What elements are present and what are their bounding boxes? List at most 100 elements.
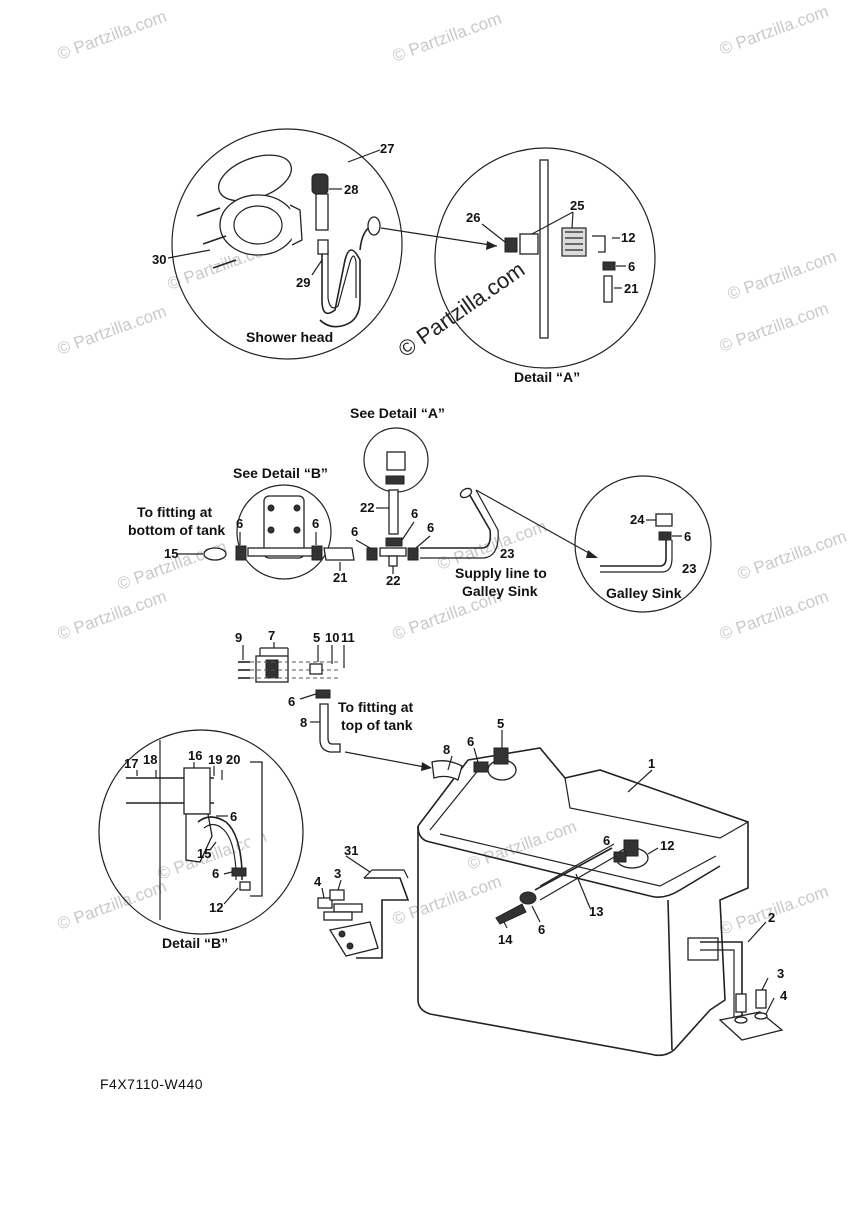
mini-clamp xyxy=(385,475,405,485)
watermark: © Partzilla.com xyxy=(390,9,504,66)
callout-12: 12 xyxy=(209,900,223,915)
callout-15: 15 xyxy=(197,846,211,861)
see-detail-b-label: See Detail “B” xyxy=(233,465,328,481)
callout-6: 6 xyxy=(628,259,635,274)
watermark: © Partzilla.com xyxy=(55,7,169,64)
fitting-25a xyxy=(519,233,539,255)
fitting-14 xyxy=(495,903,527,925)
bracket-slot xyxy=(687,937,719,961)
see-detail-a-label: See Detail “A” xyxy=(350,405,445,421)
tank-front-top-edge xyxy=(417,825,721,898)
leader-29 xyxy=(311,259,323,276)
pump-body xyxy=(263,495,305,559)
tank-step xyxy=(564,777,749,839)
hose-8 xyxy=(319,703,341,753)
bracket-2: 2 3 4 xyxy=(700,910,788,1041)
elbow-12 xyxy=(592,235,606,253)
clamp-6-pump xyxy=(315,689,331,699)
screw xyxy=(212,259,237,269)
callout-6: 6 xyxy=(312,516,319,531)
pump-outlet xyxy=(247,547,321,557)
hose-15 xyxy=(203,547,227,561)
shower-head-nozzle xyxy=(311,173,329,195)
shower-head-label: Shower head xyxy=(246,329,333,345)
callout-6: 6 xyxy=(236,516,243,531)
callout-28: 28 xyxy=(344,182,358,197)
water-tank: 1 5 8 6 6 12 13 14 6 xyxy=(417,716,749,1057)
callout-20: 20 xyxy=(226,752,240,767)
detail-b-label: Detail “B” xyxy=(162,935,228,951)
detail-a-label: Detail “A” xyxy=(514,369,580,385)
screw xyxy=(202,235,227,245)
shower-head-detail: 30 28 29 27 Shower head xyxy=(152,128,403,360)
callout-3: 3 xyxy=(334,866,341,881)
bracket-2-foot xyxy=(718,1011,784,1041)
callout-24: 24 xyxy=(630,512,645,527)
galley-sink-label: Galley Sink xyxy=(606,585,682,601)
callout-16: 16 xyxy=(188,748,202,763)
callout-13: 13 xyxy=(589,904,603,919)
diagram-code: F4X7110-W440 xyxy=(100,1076,203,1092)
callout-9: 9 xyxy=(235,630,242,645)
faucet-24 xyxy=(655,513,673,527)
shower-hose xyxy=(319,249,361,328)
shower-box-side xyxy=(289,204,303,246)
watermark: © Partzilla.com xyxy=(725,247,839,304)
connector-arrow-tank xyxy=(344,751,431,769)
shower-box-inner xyxy=(233,205,283,245)
bolt-3 xyxy=(329,889,345,901)
plumbing-row: See Detail “A” See Detail “B” To fitting… xyxy=(128,405,598,599)
callout-10: 10 xyxy=(325,630,339,645)
callout-2: 2 xyxy=(768,910,775,925)
callout-4: 4 xyxy=(314,874,322,889)
callout-8: 8 xyxy=(443,742,450,757)
tank-wall-section xyxy=(250,761,263,897)
pump-assembly: 9 7 5 10 11 6 8 To fitting at top of tan… xyxy=(235,628,432,771)
clamp-6-c xyxy=(407,547,419,561)
hose-15-b xyxy=(197,816,243,880)
connector-arrow-galley xyxy=(475,489,597,558)
washer-4 xyxy=(317,897,333,909)
callout-18: 18 xyxy=(143,752,157,767)
callout-19: 19 xyxy=(208,752,222,767)
part-26 xyxy=(504,237,518,253)
clamp-6-galley xyxy=(658,531,672,541)
shower-box xyxy=(219,194,297,256)
galley-sink-detail: 24 6 23 Galley Sink xyxy=(574,475,712,613)
watermark: © Partzilla.com xyxy=(717,587,831,644)
clamp-6-b xyxy=(385,537,403,547)
hose-23 xyxy=(420,491,492,549)
callout-6: 6 xyxy=(351,524,358,539)
callout-8: 8 xyxy=(300,715,307,730)
watermark-layer: © Partzilla.com © Partzilla.com © Partzi… xyxy=(55,2,848,939)
callout-29: 29 xyxy=(296,275,310,290)
callout-15: 15 xyxy=(164,546,178,561)
to-fitting-top-1: To fitting at xyxy=(338,699,413,715)
bracket-31: 31 4 3 xyxy=(314,843,410,959)
to-fitting-bottom-1: To fitting at xyxy=(137,504,212,520)
callout-25: 25 xyxy=(570,198,584,213)
callout-6: 6 xyxy=(427,520,434,535)
galley-sink-circle xyxy=(574,475,712,613)
tank-top-back xyxy=(467,747,749,1011)
callout-22: 22 xyxy=(386,573,400,588)
clamp-6 xyxy=(602,261,616,271)
shower-head-circle xyxy=(171,128,403,360)
callout-5: 5 xyxy=(313,630,320,645)
pump-outlet-b xyxy=(185,813,213,863)
callout-6: 6 xyxy=(288,694,295,709)
callout-6: 6 xyxy=(212,866,219,881)
callout-31: 31 xyxy=(344,843,358,858)
connector-arrow-shower xyxy=(380,227,498,247)
hose-22-vert xyxy=(388,489,399,535)
callout-17: 17 xyxy=(124,756,138,771)
to-fitting-top-2: top of tank xyxy=(341,717,413,733)
callout-30: 30 xyxy=(152,252,166,267)
callout-5: 5 xyxy=(497,716,504,731)
callout-1: 1 xyxy=(648,756,655,771)
watermark: © Partzilla.com xyxy=(55,587,169,644)
wall-panel xyxy=(539,159,549,339)
callout-6: 6 xyxy=(230,809,237,824)
callout-7: 7 xyxy=(268,628,275,643)
